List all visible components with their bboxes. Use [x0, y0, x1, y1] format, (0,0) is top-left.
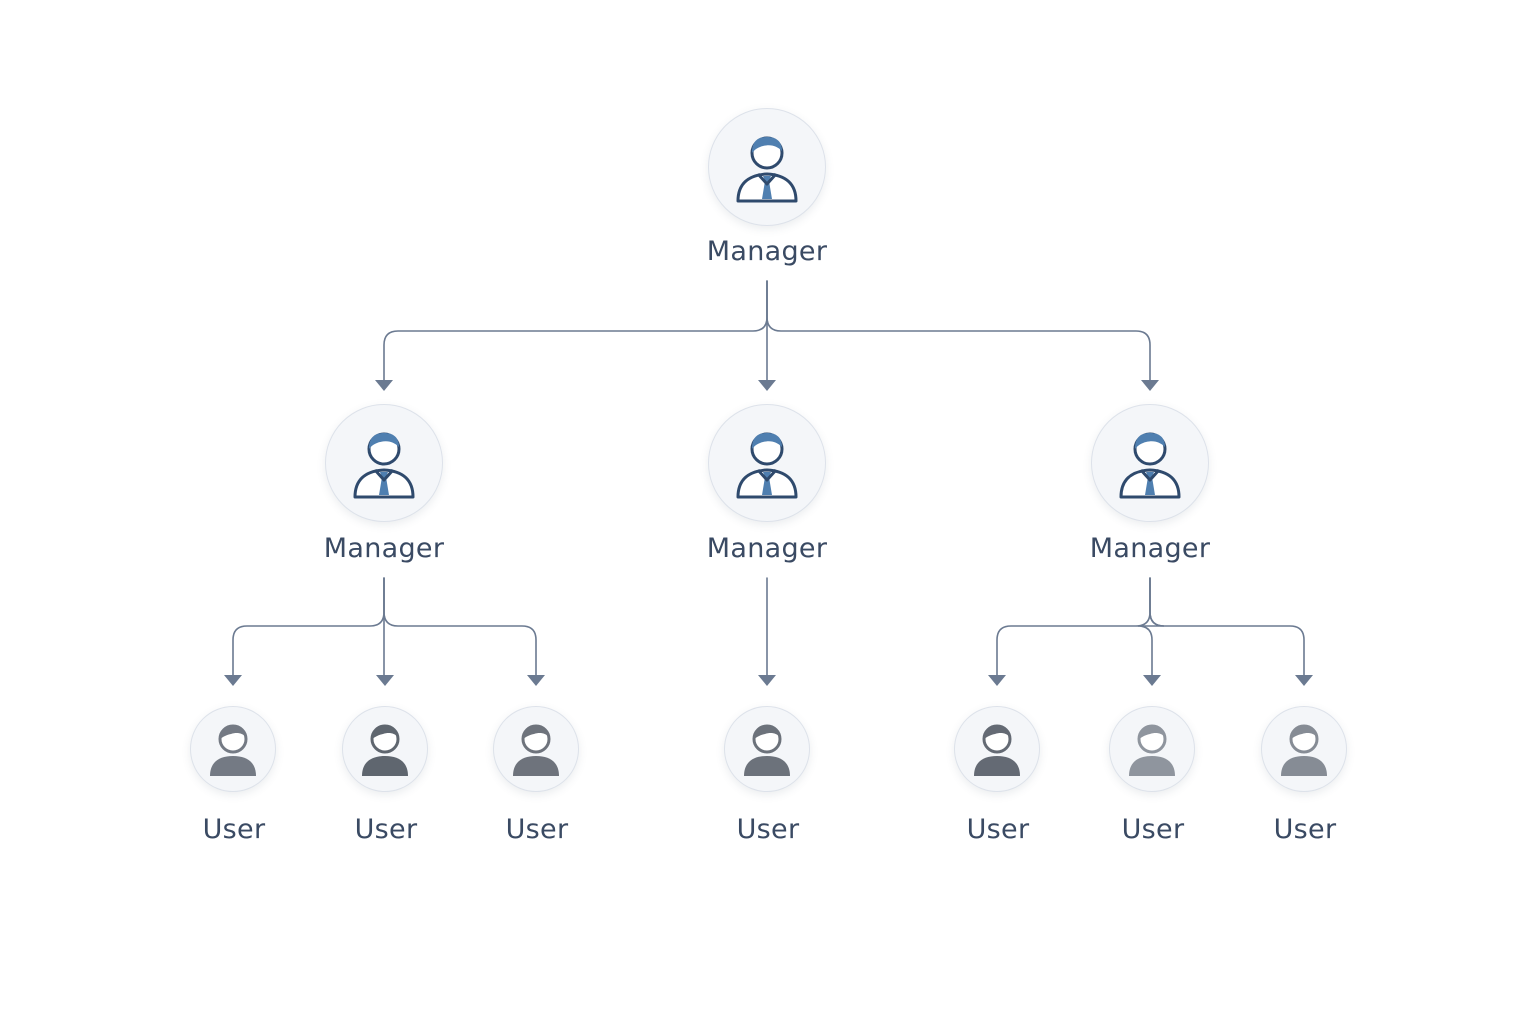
manager-avatar-icon	[1115, 425, 1185, 501]
user-label-u2: User	[354, 814, 418, 845]
arrowhead-u6	[1143, 675, 1161, 686]
user-label-u4: User	[736, 814, 800, 845]
user-label-u7: User	[1273, 814, 1337, 845]
manager-node-root	[708, 108, 826, 226]
manager-label-m3: Manager	[1089, 533, 1211, 564]
arrowhead-m3	[1141, 380, 1159, 391]
manager-avatar-icon	[732, 425, 802, 501]
connector-m3-u5	[996, 577, 1151, 676]
user-node-u1	[190, 706, 276, 792]
manager-label-root: Manager	[706, 236, 828, 267]
arrowhead-m2	[758, 380, 776, 391]
connector-m1-u3	[383, 577, 537, 676]
connector-m3-u7	[1149, 577, 1305, 676]
manager-avatar-icon	[349, 425, 419, 501]
user-avatar-icon	[358, 720, 412, 778]
arrowhead-u2	[376, 675, 394, 686]
user-node-u6	[1109, 706, 1195, 792]
user-avatar-icon	[1277, 720, 1331, 778]
arrowhead-u5	[988, 675, 1006, 686]
user-label-u6: User	[1121, 814, 1185, 845]
user-label-u3: User	[505, 814, 569, 845]
arrowhead-u3	[527, 675, 545, 686]
arrowhead-u4	[758, 675, 776, 686]
user-avatar-icon	[970, 720, 1024, 778]
user-avatar-icon	[206, 720, 260, 778]
user-avatar-icon	[740, 720, 794, 778]
user-avatar-icon	[1125, 720, 1179, 778]
connector-root-m1	[383, 280, 768, 381]
arrowhead-u1	[224, 675, 242, 686]
connector-root-m3	[766, 280, 1151, 381]
manager-label-m1: Manager	[323, 533, 445, 564]
user-node-u5	[954, 706, 1040, 792]
user-label-u1: User	[202, 814, 266, 845]
user-node-u3	[493, 706, 579, 792]
manager-avatar-icon	[732, 129, 802, 205]
arrowhead-u7	[1295, 675, 1313, 686]
user-node-u2	[342, 706, 428, 792]
user-node-u7	[1261, 706, 1347, 792]
manager-label-m2: Manager	[706, 533, 828, 564]
user-node-u4	[724, 706, 810, 792]
manager-node-m3	[1091, 404, 1209, 522]
user-label-u5: User	[966, 814, 1030, 845]
manager-node-m1	[325, 404, 443, 522]
connector-m1-u1	[232, 577, 385, 676]
arrowhead-m1	[375, 380, 393, 391]
user-avatar-icon	[509, 720, 563, 778]
manager-node-m2	[708, 404, 826, 522]
